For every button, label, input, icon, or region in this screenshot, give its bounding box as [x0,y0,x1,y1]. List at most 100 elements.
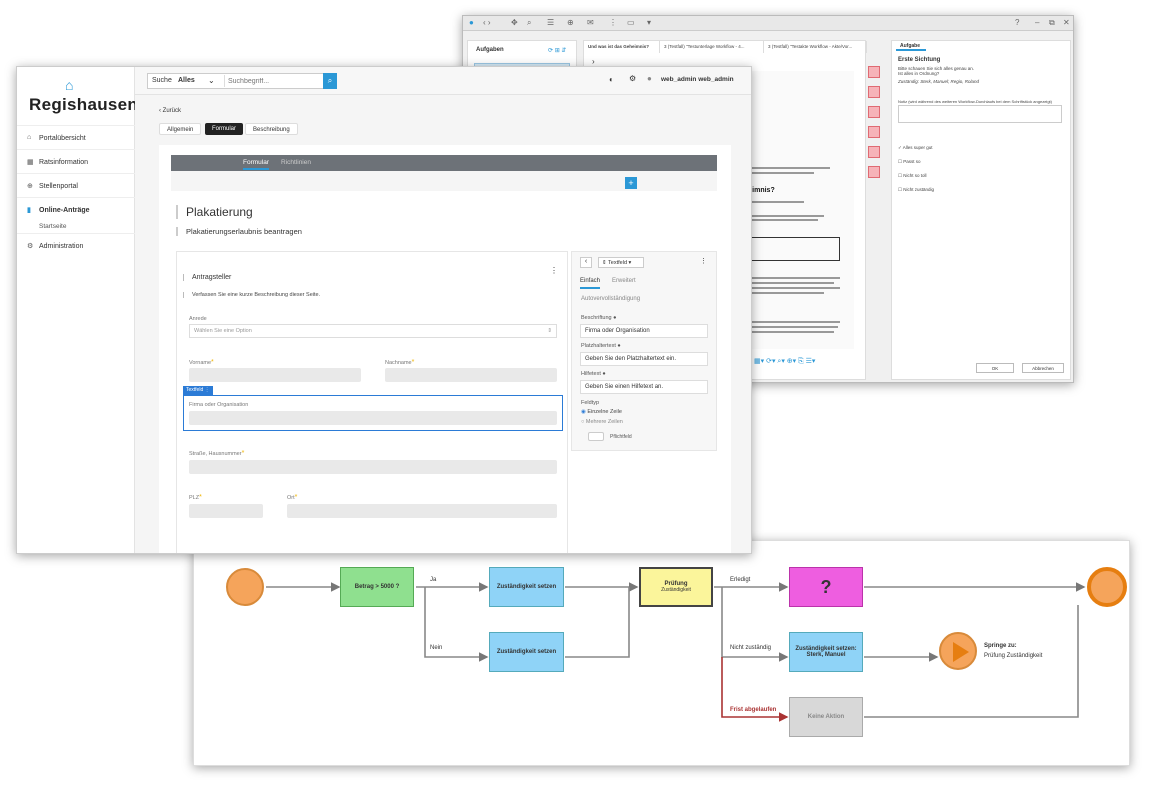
pflicht-toggle[interactable] [588,432,604,441]
workflow-diagram: Betrag > 5000 ? Ja Nein Zuständigkeit se… [193,540,1130,766]
feldtyp-label: Feldtyp [581,400,600,406]
sidebar-item-rats[interactable]: ▦Ratsinformation [17,149,135,173]
document-zoom-tools[interactable]: ▦▾ ⟳▾ ⌕▾ ⊕▾ ⎘ ☰▾ [754,358,816,365]
start-event[interactable] [226,568,264,606]
assign-task-2[interactable]: Zuständigkeit setzen [489,632,564,672]
firma-input[interactable] [189,411,557,425]
move-icon[interactable]: ✥ [511,18,518,27]
tab-document-3[interactable]: 3 (Testfall) "Testakte Workflow - Akte/V… [764,41,867,53]
chevron-right-icon[interactable]: › [592,57,595,66]
tab-allgemein[interactable]: Allgemein [159,123,202,135]
assign-task-3[interactable]: Zuständigkeit setzen: Sterk, Manuel [789,632,863,672]
add-element-button[interactable]: + [625,177,637,189]
user-menu[interactable]: web_admin web_admin [661,76,734,83]
unknown-task[interactable]: ? [789,567,863,607]
tab-document-1[interactable]: Und was ist das Geheimnis? [584,41,660,53]
info-icon: ● [617,343,621,349]
option-4[interactable]: ☐ Nicht zuständig [898,187,935,192]
search-label: Suche [152,77,172,84]
tab-beschreibung[interactable]: Beschreibung [245,123,298,135]
check-task[interactable]: Prüfung Zuständigkeit [639,567,713,607]
strasse-input[interactable] [189,460,557,474]
no-action-task[interactable]: Keine Aktion [789,697,863,737]
more-vertical-icon[interactable]: ⋮ [550,266,558,275]
option-1[interactable]: ✓ Alles super gut [898,145,933,150]
search-icon[interactable]: ⌕ [527,18,532,27]
tab-erweitert[interactable]: Erweitert [612,278,636,284]
tasks-tools-icon[interactable]: ⟳ ⊞ ⇵ [548,48,567,54]
vorname-input[interactable] [189,368,361,382]
panel-menu-icon[interactable]: ⋮ [700,258,707,265]
ort-input[interactable] [287,504,557,518]
mail-icon[interactable]: ✉ [587,18,594,27]
list-icon[interactable]: ☰ [547,18,555,27]
anrede-select[interactable]: Wählen Sie eine Option⇕ [189,324,557,338]
selected-field-frame[interactable]: Firma oder Organisation [183,395,563,431]
settings-icon[interactable]: ⚙ [629,74,637,83]
chevron-left-icon[interactable]: ‹ [580,257,592,268]
share-icon[interactable] [868,106,880,118]
not-responsible-label: Nicht zuständig [730,645,772,651]
task-assignees: Zuständig: Sterk, Manuel; Regio, Roland [898,79,980,84]
notiz-input[interactable] [898,105,1062,123]
stamp-icon[interactable] [868,126,880,138]
chevron-down-icon[interactable]: ⌄ [208,76,215,85]
search-input[interactable] [224,75,320,87]
tab-aufgabe[interactable]: Aufgabe [896,41,926,51]
contrast-icon[interactable]: ◐ [609,75,614,84]
decision-gateway[interactable]: Betrag > 5000 ? [340,567,414,607]
tab-formular[interactable]: Formular [205,123,244,135]
radio-mehrere[interactable]: ○ Mehrere Zeilen [581,419,623,425]
close-icon[interactable]: ✕ [1063,18,1070,27]
search-scope-select[interactable]: Alles [178,77,195,84]
option-2[interactable]: ☐ Passt so [898,159,921,164]
back-forward-icon[interactable]: ‹ › [483,18,491,27]
hilfe-input[interactable]: Geben Sie einen Hilfetext an. [580,380,708,394]
back-link[interactable]: ‹ Zurück [159,108,182,114]
toolbar-row [171,171,717,191]
dropdown-icon[interactable]: ▾ [647,18,652,27]
tab-autocomplete[interactable]: Autovervollständigung [581,296,641,302]
play-icon [953,642,969,662]
search-button[interactable]: ⌕ [323,73,337,89]
tab-einfach[interactable]: Einfach [580,278,601,289]
section-title: Antragsteller [183,274,231,281]
minimize-icon[interactable]: – [1035,18,1040,27]
form-card: Formular Richtlinien + Plakatierung Plak… [159,145,731,553]
attach-icon[interactable] [868,146,880,158]
restore-icon[interactable]: ⧉ [1049,18,1055,27]
search-bar: Suche Alles ⌄ [147,73,325,89]
assign-task-1[interactable]: Zuständigkeit setzen [489,567,564,607]
tab-document-2[interactable]: 3 (Testfall) "Testunterlage Workflow - 4… [660,41,764,53]
annotation-toolbar [866,66,882,326]
beschriftung-input[interactable]: Firma oder Organisation [580,324,708,338]
nachname-input[interactable] [385,368,557,382]
sidebar-item-portal[interactable]: ⌂Portalübersicht [17,125,135,149]
ok-button[interactable]: OK [976,363,1014,373]
add-icon[interactable]: ⊕ [567,18,574,27]
end-event[interactable] [1087,567,1127,607]
sidebar-item-stellen[interactable]: ⊕Stellenportal [17,173,135,197]
link-icon[interactable] [868,86,880,98]
yes-label: Ja [430,577,437,583]
grid-icon[interactable]: ⋮ [609,18,617,27]
plz-input[interactable] [189,504,263,518]
note-icon[interactable] [868,66,880,78]
cancel-button[interactable]: Abbrechen [1022,363,1064,373]
tab-richtlinien[interactable]: Richtlinien [281,159,311,166]
sidebar-subitem-startseite[interactable]: Startseite [39,223,67,230]
jump-event[interactable] [939,632,977,670]
sidebar-item-antraege[interactable]: ▮Online-Anträge [17,197,135,221]
sidebar-item-admin[interactable]: ⚙Administration [17,233,135,257]
selected-field-badge[interactable]: Textfeld ⋮ [183,386,213,395]
calendar-icon[interactable]: ▭ [627,18,635,27]
vorname-label: Vorname* [189,359,214,366]
radio-einzeln[interactable]: ◉ Einzelne Zeile [581,409,622,415]
archive-icon[interactable] [868,166,880,178]
tab-form[interactable]: Formular [243,159,270,170]
platzhalter-input[interactable]: Geben Sie den Platzhaltertext ein. [580,352,708,366]
logo-icon: ⌂ [65,77,74,93]
field-type-select[interactable]: ⇕ Textfeld ▾ [598,257,644,268]
option-3[interactable]: ☐ Nicht so toll [898,173,927,178]
help-icon[interactable]: ? [1015,18,1020,27]
